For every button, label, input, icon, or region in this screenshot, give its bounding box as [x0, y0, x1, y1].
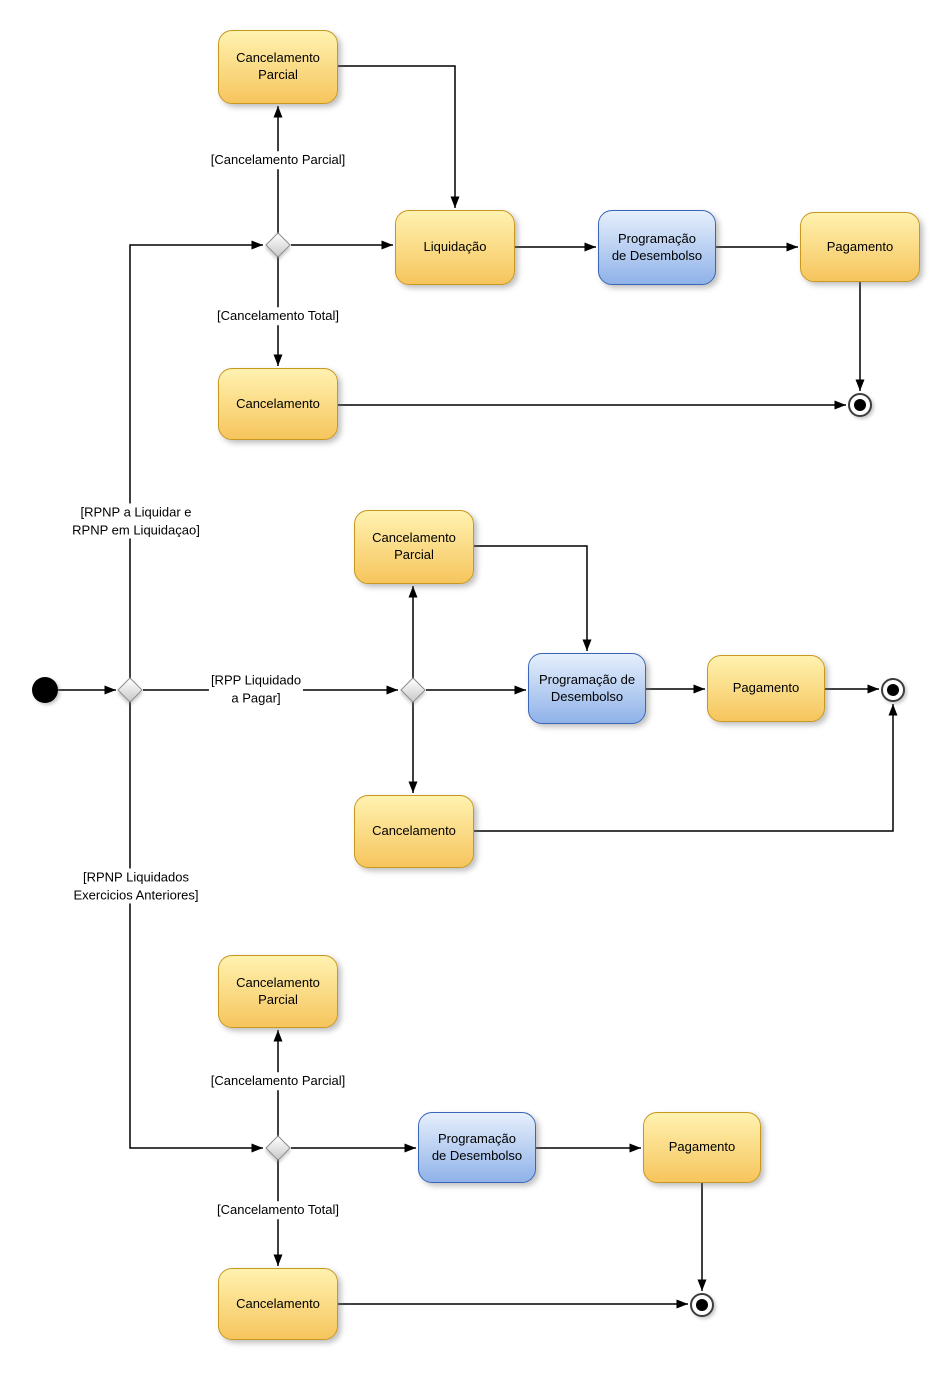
edge-label-rpnp-a-liquidar: [RPNP a Liquidar e RPNP em Liquidaçao] — [70, 503, 202, 539]
activity-pagamento-middle: Pagamento — [707, 655, 825, 722]
activity-cancelamento-parcial-bottom: Cancelamento Parcial — [218, 955, 338, 1028]
activity-liquidacao: Liquidação — [395, 210, 515, 285]
initial-node — [32, 677, 58, 703]
activity-cancelamento-top: Cancelamento — [218, 368, 338, 440]
activity-pagamento-bottom: Pagamento — [643, 1112, 761, 1183]
activity-cancelamento-bottom: Cancelamento — [218, 1268, 338, 1340]
final-node-middle — [881, 678, 905, 702]
activity-programacao-desembolso-bottom: Programação de Desembolso — [418, 1112, 536, 1183]
edge-mid-cancelamento-to-final — [474, 704, 898, 832]
final-node-top — [848, 393, 872, 417]
edge-mid-cancelamento-parcial-to-programacao — [474, 545, 592, 651]
edge-label-cancelamento-total-bottom: [Cancelamento Total] — [215, 1201, 341, 1219]
edge-label-cancelamento-parcial-top: [Cancelamento Parcial] — [208, 151, 348, 169]
edge-top-cancelamento-parcial-to-liquidacao — [338, 65, 460, 208]
activity-programacao-desembolso-middle: Programação de Desembolso — [528, 653, 646, 724]
activity-cancelamento-middle: Cancelamento — [354, 795, 474, 868]
final-node-bottom — [690, 1293, 714, 1317]
edge-label-rpp-liquidado: [RPP Liquidado a Pagar] — [208, 671, 304, 707]
edge-decision-to-bottom-decision — [129, 701, 263, 1153]
edge-label-cancelamento-parcial-bottom: [Cancelamento Parcial] — [208, 1072, 348, 1090]
activity-programacao-desembolso-top: Programação de Desembolso — [598, 210, 716, 285]
edge-label-rpnp-liquidados: [RPNP Liquidados Exercicios Anteriores] — [71, 868, 201, 904]
activity-pagamento-top: Pagamento — [800, 212, 920, 282]
activity-cancelamento-parcial-middle: Cancelamento Parcial — [354, 510, 474, 584]
edge-label-cancelamento-total-top: [Cancelamento Total] — [215, 307, 341, 325]
activity-cancelamento-parcial-top: Cancelamento Parcial — [218, 30, 338, 104]
